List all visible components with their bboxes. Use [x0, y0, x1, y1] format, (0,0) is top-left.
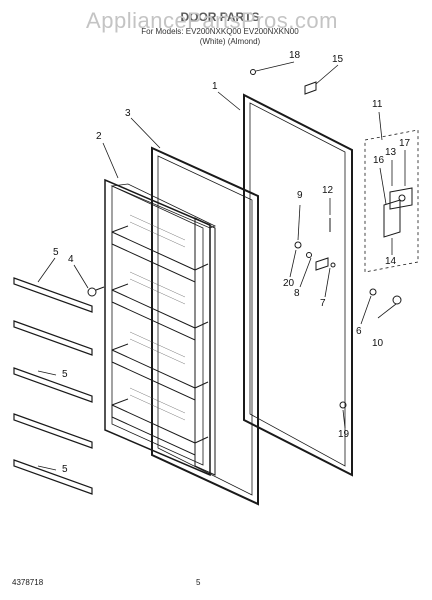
screw-part-4 — [87, 286, 105, 297]
top-hardware — [250, 69, 317, 95]
callout-6: 6 — [356, 326, 362, 337]
outer-door-panel — [243, 93, 353, 477]
callout-9: 9 — [297, 190, 303, 201]
leader-lines — [37, 61, 406, 471]
callout-17: 17 — [399, 138, 411, 149]
callout-14: 14 — [385, 256, 397, 267]
hinge-hardware — [294, 218, 402, 409]
callout-11: 11 — [372, 99, 383, 110]
page-number: 5 — [196, 578, 201, 587]
color-variants: (White) (Almond) — [199, 37, 261, 46]
callout-5-bottom: 5 — [62, 464, 68, 475]
callout-10: 10 — [372, 338, 384, 349]
hinge-assembly — [364, 129, 419, 273]
callout-15: 15 — [332, 54, 344, 65]
callout-12: 12 — [322, 185, 334, 196]
callout-20: 20 — [283, 278, 295, 289]
callout-16: 16 — [373, 155, 385, 166]
callout-4: 4 — [68, 254, 74, 265]
site-watermark: AppliancePartsPros.com — [86, 8, 338, 33]
callout-18: 18 — [289, 50, 301, 61]
callout-7: 7 — [320, 298, 326, 309]
callout-2: 2 — [96, 131, 102, 142]
document-number: 4378718 — [12, 578, 44, 587]
callout-19: 19 — [338, 429, 350, 440]
callout-8: 8 — [294, 288, 300, 299]
shelf-retainer-bars — [13, 277, 93, 495]
callout-5-top: 5 — [53, 247, 59, 258]
callout-5-middle: 5 — [62, 369, 68, 380]
diagram-title: DOOR PARTS — [180, 10, 260, 24]
callout-13: 13 — [385, 147, 397, 158]
door-liner — [104, 178, 216, 477]
door-gasket — [151, 146, 259, 506]
callout-3: 3 — [125, 108, 131, 119]
callout-1: 1 — [212, 81, 218, 92]
model-numbers: For Models: EV200NXKQ00 EV200NXKN00 — [141, 27, 299, 36]
